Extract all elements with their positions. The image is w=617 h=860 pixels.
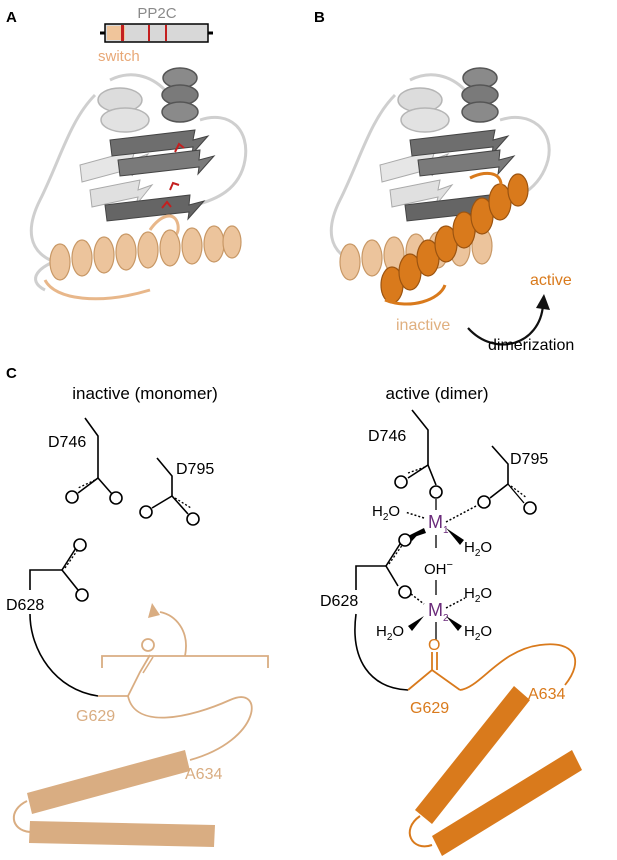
- m1-water-right: H2O: [464, 539, 492, 559]
- active-label: active: [530, 272, 572, 289]
- metal-1: M1: [428, 512, 449, 536]
- active-d746-label: D746: [368, 428, 406, 445]
- panel-b-letter: B: [314, 9, 325, 26]
- inactive-site: inactive (monomer) D746 D795 D62: [6, 384, 269, 847]
- protein-structure-b: [329, 67, 551, 306]
- active-g629-label: G629: [410, 700, 449, 717]
- m2-water-right: H2O: [464, 623, 492, 643]
- active-d628-label: D628: [320, 593, 358, 610]
- inactive-d628-label: D628: [6, 597, 44, 614]
- inactive-label: inactive: [396, 317, 450, 334]
- dimerization-arrowhead: [536, 294, 550, 310]
- panel-c: C inactive (monomer) D746 D795: [6, 365, 582, 856]
- inactive-a634-label: A634: [185, 766, 222, 783]
- switch-label: switch: [98, 48, 140, 65]
- active-title: active (dimer): [386, 384, 489, 403]
- inactive-g629-label: G629: [76, 708, 115, 725]
- inactive-d795-label: D795: [176, 461, 214, 478]
- m2-water-left: H2O: [376, 623, 404, 643]
- inactive-title: inactive (monomer): [72, 384, 218, 403]
- domain-bar: [100, 23, 213, 43]
- hydroxide-label: OH−: [424, 559, 453, 578]
- active-d795-label: D795: [510, 451, 548, 468]
- panel-c-letter: C: [6, 365, 17, 382]
- metal-2: M2: [428, 600, 449, 624]
- m2-water-upper: H2O: [464, 585, 492, 605]
- panel-b: B: [314, 9, 574, 354]
- panel-a: A PP2C switch: [6, 5, 248, 301]
- pp2c-label: PP2C: [137, 5, 176, 22]
- oxygen-carbonyl: O: [428, 637, 440, 654]
- dimerization-arrow: [467, 304, 545, 346]
- panel-a-letter: A: [6, 9, 17, 26]
- m1-water-left: H2O: [372, 503, 400, 523]
- active-a634-label: A634: [528, 686, 565, 703]
- inactive-d746-label: D746: [48, 434, 86, 451]
- dimerization-label: dimerization: [488, 337, 574, 354]
- protein-structure-a: [29, 67, 248, 301]
- active-site: active (dimer) D746 D795: [320, 384, 582, 856]
